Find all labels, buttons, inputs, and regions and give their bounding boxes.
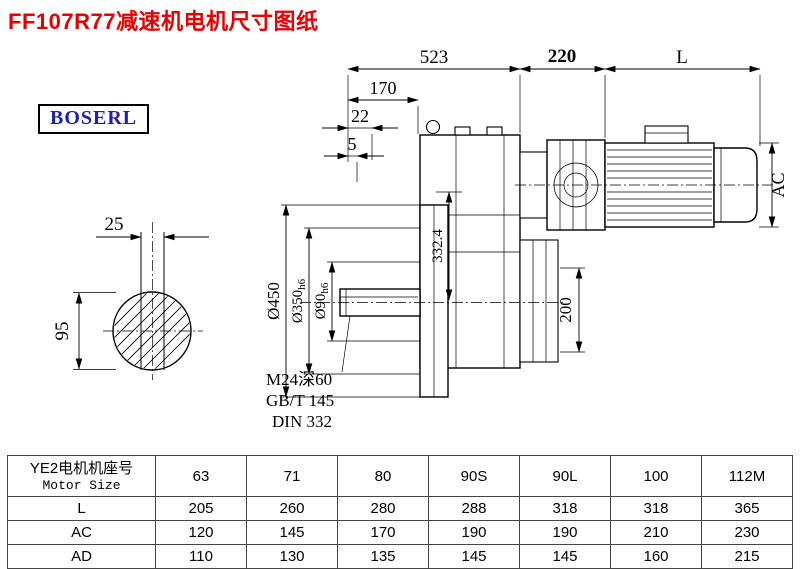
dimension-flange-od: Ø450 xyxy=(264,204,420,398)
boserl-logo-text: BOSERL xyxy=(50,107,138,129)
table-header-cn: YE2电机机座号 xyxy=(29,459,134,477)
dim-90-tolerance: h6 xyxy=(319,282,331,294)
motor-size-table: YE2电机机座号 Motor Size 63 71 80 90S 90L 100… xyxy=(7,455,793,569)
dim-350-tolerance: h6 xyxy=(296,278,308,290)
dim-170-label: 170 xyxy=(370,78,397,98)
table-cell: 280 xyxy=(337,496,429,521)
table-header-row: YE2电机机座号 Motor Size 63 71 80 90S 90L 100… xyxy=(7,455,793,497)
dimension-5: 5 xyxy=(324,134,384,182)
dim-350-label: Ø350 xyxy=(290,290,306,323)
dim-95-label: 95 xyxy=(52,322,73,341)
bolt-head xyxy=(454,126,471,136)
table-cell: 145 xyxy=(428,544,520,569)
table-cell: 260 xyxy=(246,496,338,521)
dim-220-label: 220 xyxy=(548,46,577,67)
dimension-AC: AC xyxy=(759,142,788,228)
dim-AC-label: AC xyxy=(768,172,788,197)
table-cell: 135 xyxy=(337,544,429,569)
table-header-cell: 112M xyxy=(701,455,793,497)
table-header-cell: 90S xyxy=(428,455,520,497)
table-cell: 130 xyxy=(246,544,338,569)
note-tap: M24深60 xyxy=(266,370,332,389)
table-row-AD: AD 110 130 135 145 145 160 215 xyxy=(7,544,793,569)
dimension-22: 22 xyxy=(322,106,398,160)
motor-fins xyxy=(607,149,712,221)
diameter-dimensions: Ø450 Ø350h6 Ø90h6 xyxy=(264,204,420,398)
table-cell: 288 xyxy=(428,496,520,521)
bolt-head xyxy=(486,126,503,136)
dimension-220: 220 xyxy=(519,46,606,73)
table-cell: 318 xyxy=(610,496,702,521)
dim-200-label: 200 xyxy=(556,297,575,323)
table-cell: 110 xyxy=(155,544,247,569)
top-dimensions: 523 220 L 170 22 xyxy=(322,46,761,182)
table-cell: 205 xyxy=(155,496,247,521)
lifting-eye xyxy=(425,119,441,135)
table-cell: 170 xyxy=(337,520,429,545)
dimension-spigot: Ø350h6 xyxy=(290,227,420,375)
table-cell: 190 xyxy=(428,520,520,545)
table-cell: 215 xyxy=(701,544,793,569)
dimension-170: 170 xyxy=(347,78,419,134)
table-cell: 230 xyxy=(701,520,793,545)
note-gbt145: GB/T 145 xyxy=(266,391,334,410)
dimension-95: 95 xyxy=(52,292,116,370)
dimension-L: L xyxy=(604,47,761,73)
shaft-notes: M24深60 GB/T 145 DIN 332 xyxy=(266,315,351,431)
table-cell: 145 xyxy=(246,520,338,545)
dimension-332: 332.4 xyxy=(430,191,462,301)
svg-text:Ø90h6: Ø90h6 xyxy=(313,282,331,319)
table-header-cell: 90L xyxy=(519,455,611,497)
table-header-en: Motor Size xyxy=(42,477,121,493)
dim-25-label: 25 xyxy=(105,214,124,235)
table-cell: 120 xyxy=(155,520,247,545)
table-row-AC: AC 120 145 170 190 190 210 230 xyxy=(7,520,793,545)
dimension-200: 200 xyxy=(556,267,585,353)
note-din332: DIN 332 xyxy=(272,412,332,431)
row-label: AC xyxy=(7,520,156,545)
shaft-end-view: 25 95 xyxy=(52,214,209,380)
technical-drawing: 25 95 xyxy=(52,46,788,431)
table-row-L: L 205 260 280 288 318 318 365 xyxy=(7,496,793,521)
motor-body xyxy=(604,142,715,228)
table-header-cell: 63 xyxy=(155,455,247,497)
terminal-box xyxy=(644,125,689,144)
page-title: FF107R77减速机电机尺寸图纸 xyxy=(8,9,319,34)
table-cell: 190 xyxy=(519,520,611,545)
dimension-hub: Ø90h6 xyxy=(313,261,420,342)
dim-523-label: 523 xyxy=(420,47,449,68)
row-label: AD xyxy=(7,544,156,569)
boserl-logo: BOSERL xyxy=(38,104,150,134)
gearbox-side-view xyxy=(300,119,565,398)
dim-22-label: 22 xyxy=(351,106,369,126)
row-label: L xyxy=(7,496,156,521)
dim-5-label: 5 xyxy=(348,134,357,154)
table-header-motor-size: YE2电机机座号 Motor Size xyxy=(7,455,156,497)
dim-90-label: Ø90 xyxy=(313,294,329,320)
table-cell: 160 xyxy=(610,544,702,569)
table-header-cell: 80 xyxy=(337,455,429,497)
fan-cover xyxy=(713,147,758,223)
table-cell: 145 xyxy=(519,544,611,569)
table-cell: 210 xyxy=(610,520,702,545)
svg-text:Ø350h6: Ø350h6 xyxy=(290,278,308,323)
dim-L-label: L xyxy=(676,47,688,68)
dimension-25: 25 xyxy=(96,214,209,241)
table-cell: 318 xyxy=(519,496,611,521)
motor-side-view xyxy=(515,125,775,231)
bearing-block xyxy=(519,239,559,363)
dimension-523: 523 xyxy=(347,47,521,73)
table-cell: 365 xyxy=(701,496,793,521)
table-header-cell: 100 xyxy=(610,455,702,497)
dim-450-label: Ø450 xyxy=(264,282,283,320)
dim-332-label: 332.4 xyxy=(430,229,446,263)
table-header-cell: 71 xyxy=(246,455,338,497)
